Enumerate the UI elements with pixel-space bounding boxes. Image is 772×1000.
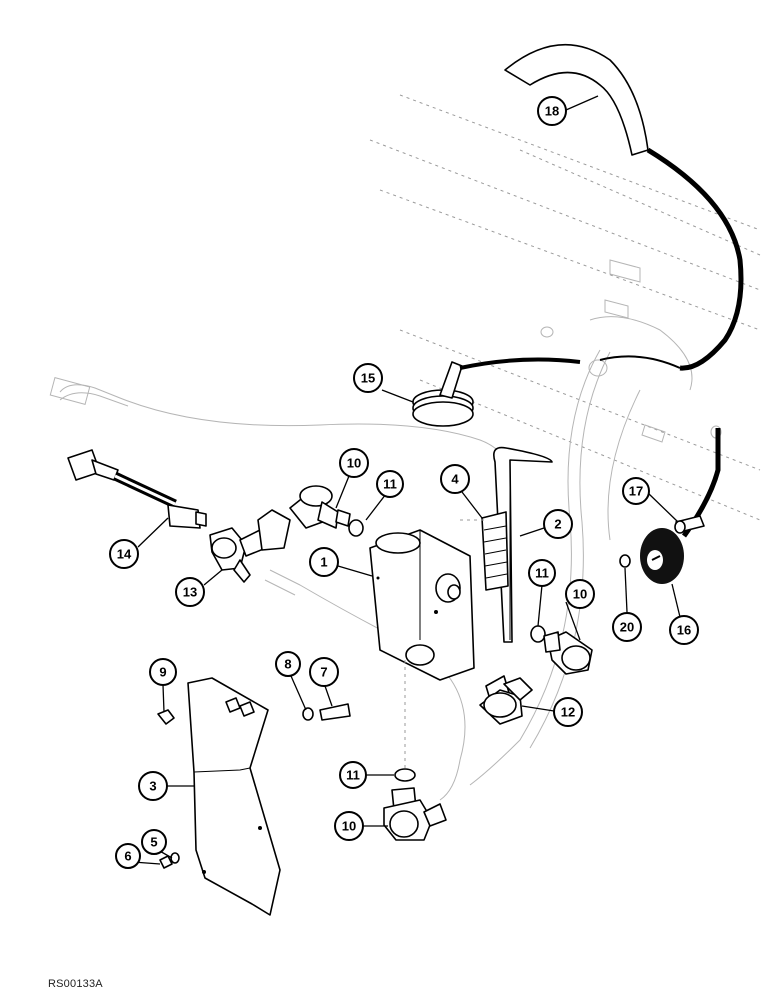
washer-part-5 <box>170 852 180 864</box>
callout-9: 9 <box>149 658 177 686</box>
callout-label: 1 <box>320 555 327 570</box>
pin-part-17 <box>674 515 705 534</box>
callout-10-right: 10 <box>565 579 595 609</box>
callout-7: 7 <box>309 657 339 687</box>
nut-part-6 <box>159 855 173 869</box>
callout-label: 7 <box>320 665 327 680</box>
callout-12: 12 <box>553 697 583 727</box>
valve-body-part-1 <box>369 529 475 681</box>
hose-part-18 <box>504 43 744 371</box>
callout-4: 4 <box>440 464 470 494</box>
callout-2: 2 <box>543 509 573 539</box>
callout-15: 15 <box>353 363 383 393</box>
callout-label: 11 <box>346 768 360 783</box>
callout-label: 4 <box>451 472 459 487</box>
callout-label: 12 <box>561 705 575 720</box>
callout-label: 10 <box>342 819 356 834</box>
callout-label: 10 <box>347 456 361 471</box>
callout-label: 2 <box>554 517 561 532</box>
bolt-part-7 <box>319 703 351 721</box>
callout-11-lower: 11 <box>339 761 367 789</box>
callout-3: 3 <box>138 771 168 801</box>
grommet-part-16 <box>640 428 721 584</box>
callout-1: 1 <box>309 547 339 577</box>
o-ring-part-11-middle <box>530 625 546 643</box>
washer-part-8 <box>302 707 314 721</box>
callout-11-upper: 11 <box>376 470 404 498</box>
cover-plate-part-3 <box>187 677 281 916</box>
callout-label: 3 <box>149 779 156 794</box>
callout-label: 10 <box>573 587 587 602</box>
callout-label: 20 <box>620 620 634 635</box>
elbow-fitting-part-12 <box>479 675 533 725</box>
rod-part-2 <box>493 446 553 643</box>
callout-label: 5 <box>150 835 157 850</box>
callout-10-upper: 10 <box>339 448 369 478</box>
callout-label: 9 <box>159 665 166 680</box>
o-ring-part-11-upper <box>348 519 364 537</box>
document-code: RS00133A <box>48 978 103 990</box>
washer-part-20 <box>619 554 631 568</box>
elbow-fitting-part-10-upper <box>289 485 351 529</box>
callout-label: 6 <box>124 849 131 864</box>
callout-16: 16 <box>669 615 699 645</box>
callout-label: 11 <box>383 477 397 492</box>
callout-17: 17 <box>622 477 650 505</box>
callout-18: 18 <box>537 96 567 126</box>
callout-11-middle: 11 <box>528 559 556 587</box>
callout-label: 17 <box>629 484 643 499</box>
callout-label: 14 <box>117 547 132 562</box>
spring-part-4 <box>460 511 509 591</box>
elbow-fitting-part-10-right <box>543 631 593 675</box>
callout-6: 6 <box>115 843 141 869</box>
callout-label: 16 <box>677 623 691 638</box>
callout-8: 8 <box>275 651 301 677</box>
callout-10-lower: 10 <box>334 811 364 841</box>
tee-fitting-part-13 <box>209 509 291 583</box>
elbow-fitting-part-10-lower <box>383 787 447 841</box>
callout-5: 5 <box>141 829 167 855</box>
callout-label: 15 <box>361 371 375 386</box>
nut-part-9 <box>157 709 175 725</box>
callout-14: 14 <box>109 539 139 569</box>
callout-label: 18 <box>545 104 559 119</box>
callout-label: 8 <box>284 657 291 672</box>
callout-20: 20 <box>612 612 642 642</box>
o-ring-part-11-lower <box>394 768 416 782</box>
callout-13: 13 <box>175 577 205 607</box>
hydraulic-hose-part-14 <box>67 449 207 529</box>
callout-label: 11 <box>535 566 549 581</box>
machine-frame-outline <box>369 94 761 521</box>
callout-label: 13 <box>183 585 197 600</box>
hose-band-part-15 <box>412 357 581 427</box>
